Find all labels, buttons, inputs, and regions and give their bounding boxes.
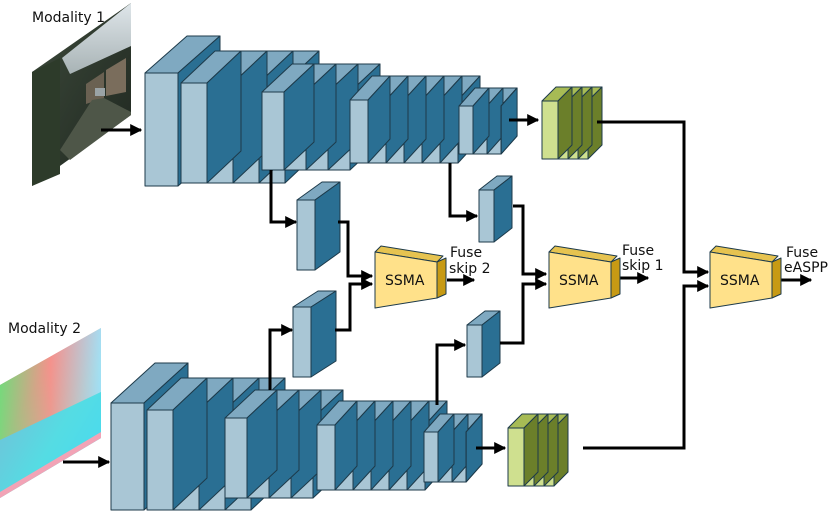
fuse-label-skip1: Fuse [622, 243, 654, 259]
top-block1-0 [180, 50, 242, 184]
top-block2-0 [261, 63, 315, 171]
skip1-feature-bottom-front [466, 324, 483, 378]
ssma-easpp-front [709, 251, 773, 309]
bottom-block4-0-front [423, 431, 439, 483]
bottom-block3-0 [316, 400, 358, 491]
bottom-block1-0-front [146, 409, 174, 511]
ssma-easpp-label: SSMA [720, 273, 760, 289]
bottom-block1-0 [146, 377, 208, 511]
ssma-easpp: SSMA [709, 245, 782, 309]
ssma-skip1-label: SSMA [559, 273, 599, 289]
easpp-bottom-0 [507, 413, 539, 487]
easpp-top-to-ssma [597, 120, 710, 278]
top-block4-0 [458, 87, 490, 155]
skip2-label: skip 2 [449, 261, 491, 277]
skip1-branch-bottom [435, 339, 467, 405]
top-block3-0-front [349, 99, 369, 164]
ssma-skip2: SSMA [374, 245, 447, 309]
ssma-skip2-front [374, 251, 438, 309]
fuse-label-skip2: Fuse [450, 245, 482, 261]
skip1-label: skip 1 [622, 258, 664, 274]
encoder-layers [110, 35, 603, 511]
modality-1-label: Modality 1 [32, 10, 105, 26]
top-block3-0 [349, 75, 391, 164]
skip2-branch-top [269, 170, 298, 228]
modality-2-image [0, 328, 101, 498]
easpp-top-0-front [541, 100, 559, 160]
bottom-block3-0-front [316, 424, 336, 491]
ssma-skip1: SSMA [548, 245, 621, 309]
bottom-block2-0-front [224, 417, 248, 499]
ssma-easpp-side [771, 257, 782, 299]
skip1-feature-bottom [466, 310, 501, 378]
skip1-branch-top [448, 163, 479, 222]
skip2-bottom-to-ssma [335, 278, 374, 332]
skip2-branch-bottom [268, 324, 294, 390]
top-block2-0-front [261, 91, 285, 171]
ssma-skip2-side [436, 257, 447, 299]
skip1-feature-top-front [478, 189, 495, 243]
easpp-bottom-0-front [507, 427, 525, 487]
skip2-feature-bottom [292, 290, 337, 378]
bottom-block4-end [465, 413, 483, 483]
modality-1-image [32, 3, 131, 186]
skip2-feature-bottom-front [292, 306, 312, 378]
skip1-feature-top [478, 175, 513, 243]
modality-2-label: Modality 2 [8, 321, 81, 337]
connections [63, 114, 813, 468]
ssma-blocks: SSMA SSMA SSMA [374, 245, 782, 309]
ssma-skip1-side [610, 257, 621, 299]
skip1-bottom-to-ssma [500, 278, 548, 345]
bottom-block2-0 [224, 389, 278, 499]
top-stem-front [144, 72, 179, 187]
top-block4-0-front [458, 105, 474, 155]
ssma-skip2-label: SSMA [385, 273, 425, 289]
easpp-bottom-to-ssma [583, 280, 710, 450]
easpp-label: eASPP [784, 260, 828, 276]
easpp-top-0 [541, 86, 573, 160]
skip2-top-to-ssma [338, 220, 374, 282]
top-block1-0-front [180, 82, 208, 184]
skip2-feature-top [296, 181, 341, 271]
fuse-label-easpp: Fuse [786, 245, 818, 261]
bottom-block4-0 [423, 413, 455, 483]
bottom-stem-front [110, 402, 145, 511]
skip2-feature-top-front [296, 199, 316, 271]
ssma-skip1-front [548, 251, 612, 309]
skip1-top-to-ssma [513, 204, 548, 280]
